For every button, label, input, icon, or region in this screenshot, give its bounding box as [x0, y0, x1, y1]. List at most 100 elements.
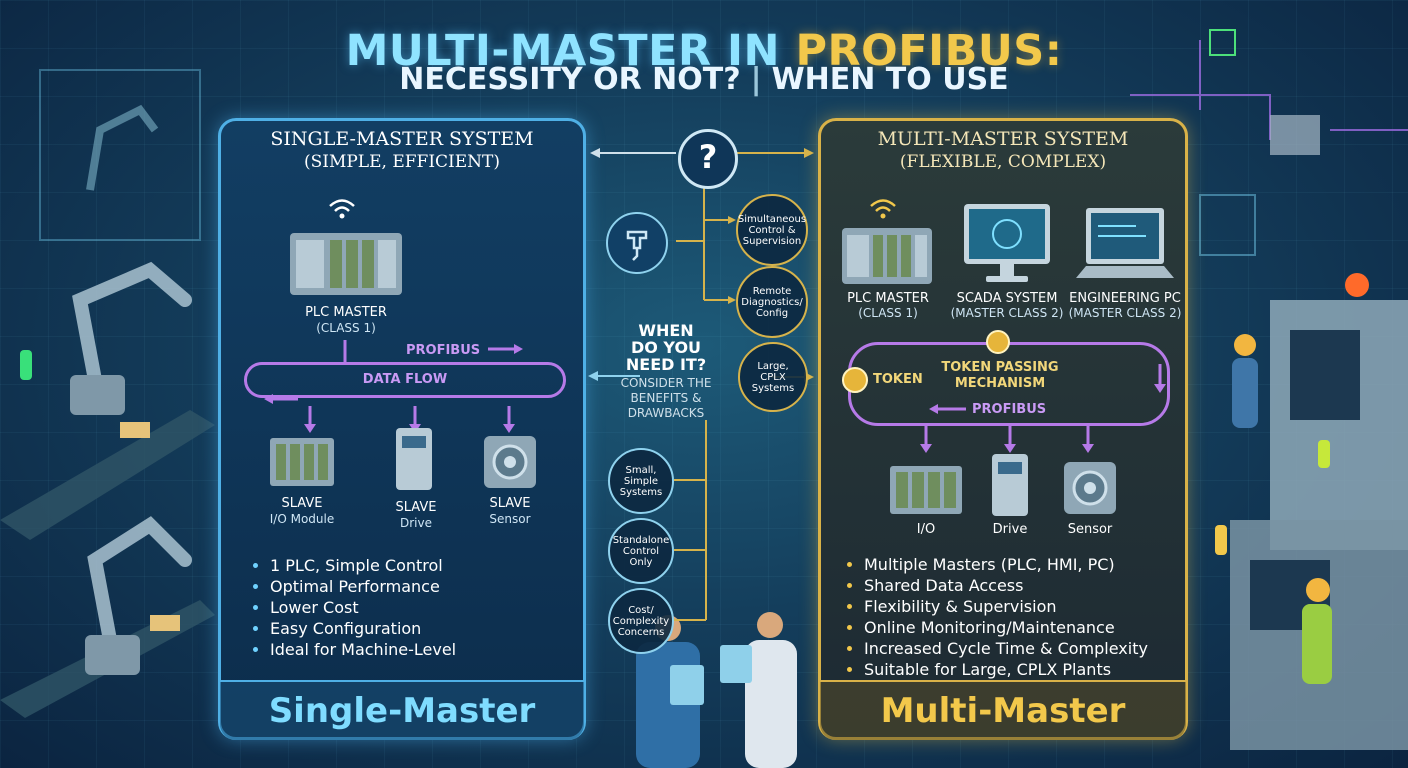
title-sub2: WHEN TO USE: [771, 62, 1009, 97]
multi-plc-label: PLC MASTER: [847, 291, 929, 306]
io-module-icon: [270, 438, 334, 486]
slave-io-sub: I/O Module: [269, 512, 335, 526]
sensor-icon: [1064, 462, 1116, 514]
reason-line: Standalone: [612, 534, 670, 546]
engineering-pc-sub: (MASTER CLASS 2): [1068, 306, 1182, 320]
single-flow-arrows: [264, 340, 523, 433]
list-item: Ideal for Machine-Level: [270, 639, 572, 660]
scada-monitor-icon: [964, 204, 1050, 282]
single-master-benefits: 1 PLC, Simple Control Optimal Performanc…: [252, 555, 572, 660]
plc-master-icon: [290, 233, 402, 295]
drive-icon: [396, 428, 432, 490]
reason-line: Systems: [751, 382, 795, 394]
reason-line: Small,: [625, 464, 657, 476]
list-item: Shared Data Access: [864, 575, 1186, 596]
question-line: WHEN: [638, 321, 694, 340]
device-drive-label: Drive: [992, 522, 1028, 537]
list-item: Increased Cycle Time & Complexity: [864, 638, 1186, 659]
plc-master-label: PLC MASTER: [305, 305, 387, 320]
list-item: Lower Cost: [270, 597, 572, 618]
list-item: Easy Configuration: [270, 618, 572, 639]
token-flow-arrows: [842, 330, 1166, 453]
reason-line: Only: [629, 556, 653, 568]
reason-line: Control &: [748, 224, 796, 236]
single-master-heading: SINGLE-MASTER SYSTEM: [270, 128, 534, 150]
reason-line: Systems: [619, 486, 663, 498]
title-part2: PROFIBUS:: [795, 26, 1063, 76]
engineering-pc-label: ENGINEERING PC: [1069, 291, 1181, 306]
slave-sensor-label: SLAVE: [489, 496, 531, 511]
wifi-icon: [329, 199, 355, 219]
plc-master-sub: (CLASS 1): [316, 321, 376, 335]
reason-line: Control: [622, 545, 660, 557]
page-title-line2: NECESSITY OR NOT? | WHEN TO USE: [0, 62, 1408, 97]
device-sensor-label: Sensor: [1067, 522, 1113, 537]
multi-profibus-label: PROFIBUS: [972, 402, 1047, 417]
plc-master-icon: [842, 228, 932, 284]
drive-icon: [992, 454, 1028, 516]
token-mechanism-line1: TOKEN PASSING: [941, 360, 1059, 375]
page-title-line1: MULTI-MASTER IN PROFIBUS:: [0, 26, 1408, 76]
title-separator: |: [750, 62, 762, 97]
multi-master-footer: Multi-Master: [820, 680, 1186, 740]
reason-line: Remote: [752, 285, 792, 297]
title-sub1: NECESSITY OR NOT?: [399, 62, 741, 97]
reason-line: Config: [755, 307, 789, 319]
laptop-icon: [1076, 208, 1174, 278]
consider-benefits: CONSIDER THE BENEFITS & DRAWBACKS: [600, 376, 732, 421]
io-module-icon: [890, 466, 962, 514]
tool-icon: [626, 230, 648, 261]
reason-line: CPLX: [760, 371, 786, 383]
slave-io-label: SLAVE: [281, 496, 323, 511]
consider-line: CONSIDER THE: [620, 376, 712, 390]
single-profibus-label: PROFIBUS: [406, 343, 481, 358]
scada-sub: (MASTER CLASS 2): [950, 306, 1064, 320]
list-item: 1 PLC, Simple Control: [270, 555, 572, 576]
sensor-icon: [484, 436, 536, 488]
consider-line: DRAWBACKS: [627, 406, 705, 420]
list-item: Suitable for Large, CPLX Plants: [864, 659, 1186, 680]
multi-master-subheading: (FLEXIBLE, COMPLEX): [899, 152, 1107, 172]
reason-line: Concerns: [617, 626, 665, 638]
single-master-panel: [218, 118, 586, 740]
consider-line: BENEFITS &: [630, 391, 702, 405]
token-label: TOKEN: [873, 372, 923, 387]
slave-drive-label: SLAVE: [395, 500, 437, 515]
reason-line: Cost/: [628, 604, 654, 616]
wifi-icon: [870, 199, 896, 219]
reason-line: Large,: [757, 360, 789, 372]
list-item: Multiple Masters (PLC, HMI, PC): [864, 554, 1186, 575]
multi-master-heading: MULTI-MASTER SYSTEM: [877, 128, 1129, 150]
single-data-flow-bus: [244, 362, 566, 398]
list-item: Flexibility & Supervision: [864, 596, 1186, 617]
reason-line: Complexity: [612, 615, 670, 627]
reason-line: Diagnostics/: [741, 296, 803, 308]
reason-line: Supervision: [742, 235, 802, 247]
multi-plc-sub: (CLASS 1): [858, 306, 918, 320]
slave-sensor-sub: Sensor: [489, 512, 531, 526]
single-master-subheading: (SIMPLE, EFFICIENT): [303, 152, 501, 172]
when-do-you-need-it: WHEN DO YOU NEED IT?: [606, 322, 726, 373]
question-icon: ?: [678, 129, 738, 189]
device-io-label: I/O: [916, 522, 936, 537]
reason-line: Simultaneous: [737, 213, 807, 225]
list-item: Online Monitoring/Maintenance: [864, 617, 1186, 638]
slave-drive-sub: Drive: [400, 516, 432, 530]
list-item: Optimal Performance: [270, 576, 572, 597]
token-mechanism-line2: MECHANISM: [954, 376, 1046, 391]
question-line: NEED IT?: [625, 355, 707, 374]
data-flow-label: DATA FLOW: [362, 372, 448, 387]
title-part1: MULTI-MASTER IN: [345, 26, 796, 76]
question-line: DO YOU: [630, 338, 702, 357]
decision-badge: [606, 212, 668, 274]
multi-master-benefits: Multiple Masters (PLC, HMI, PC) Shared D…: [846, 554, 1186, 680]
reason-line: Simple: [623, 475, 659, 487]
single-master-footer: Single-Master: [220, 680, 584, 740]
